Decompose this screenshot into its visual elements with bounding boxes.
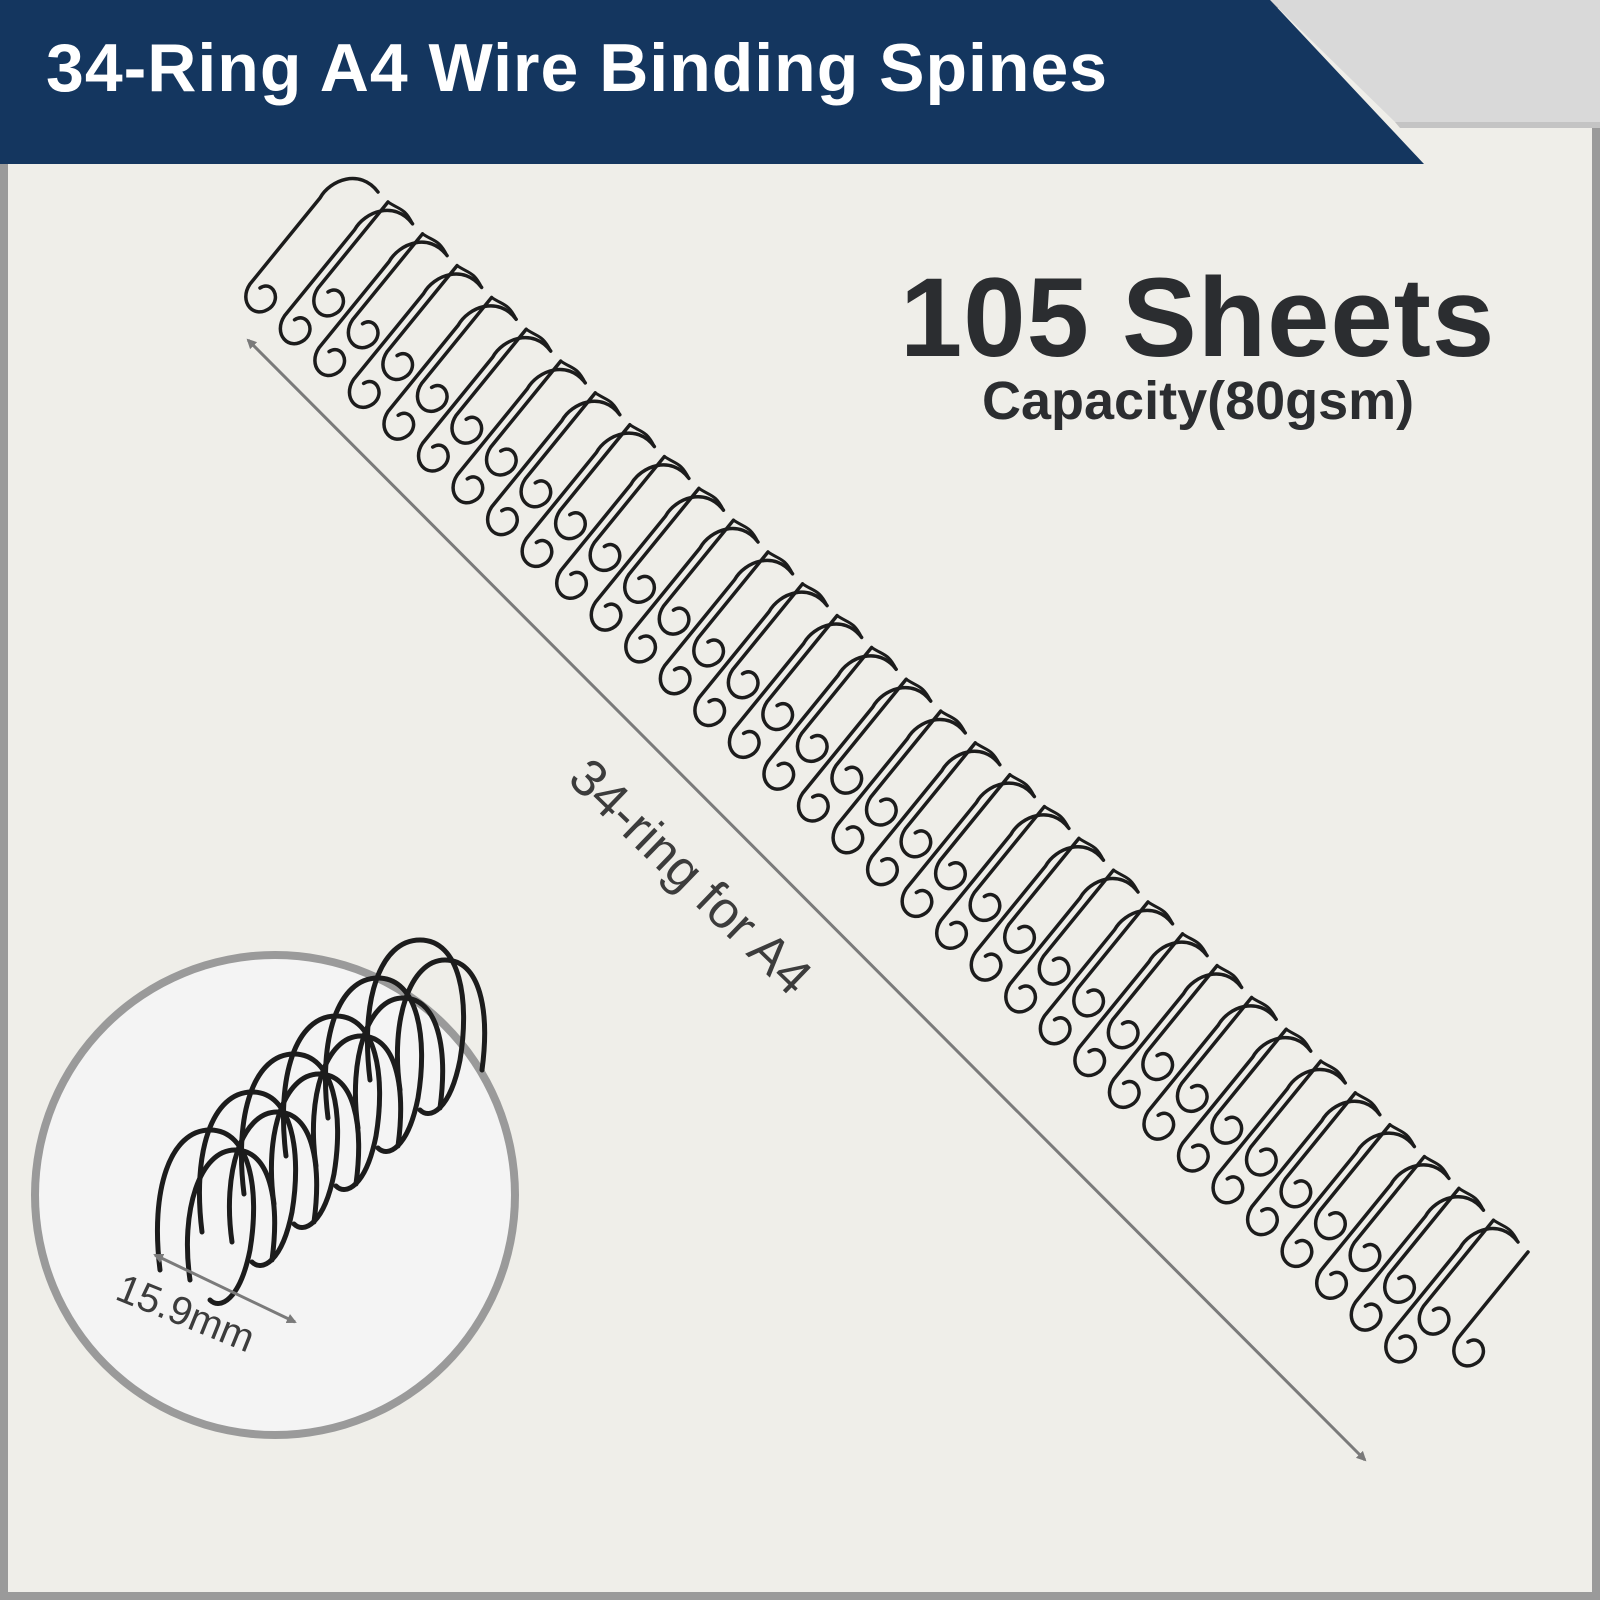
wire-ring (624, 526, 760, 664)
wire-ring-strand (761, 613, 839, 732)
wire-ring-strand (1383, 1186, 1461, 1304)
wire-ring (1176, 1035, 1313, 1173)
wire-ring-strand (968, 804, 1047, 923)
length-arrow (246, 338, 1367, 1462)
wire-ring (313, 240, 449, 378)
wire-ring (1038, 908, 1175, 1046)
wire-ring (1245, 1099, 1382, 1237)
wire-ring-strand (864, 709, 943, 827)
wire-spine (244, 176, 1530, 1368)
wire-ring (1384, 1226, 1520, 1364)
wire-ring-strand (1003, 836, 1081, 954)
title-banner (0, 0, 1424, 164)
wire-ring-strand (346, 232, 425, 350)
wire-ring-strand (312, 200, 390, 318)
wire-ring (382, 304, 518, 441)
wire-ring (1280, 1131, 1417, 1269)
wire-ring-strand (1037, 868, 1116, 986)
wire-ring (900, 781, 1037, 919)
wire-ring (1315, 1163, 1451, 1300)
wire-ring (727, 622, 864, 760)
wire-ring (693, 590, 829, 728)
zoom-wire-strand (226, 1109, 320, 1245)
diameter-arrow (153, 1253, 297, 1324)
wire-ring-strand (933, 772, 1012, 891)
wire-ring (485, 399, 622, 537)
wire-ring-strand (1279, 1091, 1358, 1209)
wire-ring-strand (1417, 1218, 1496, 1336)
zoom-wire-strand (184, 1147, 278, 1283)
wire-ring-strand (1452, 1250, 1530, 1368)
wire-ring (865, 749, 1002, 887)
wire-ring (935, 813, 1071, 950)
wire-ring-strand (553, 422, 632, 541)
wire-ring-strand (519, 391, 598, 509)
wire-ring-strand (1175, 995, 1254, 1114)
wire-ring-strand (1141, 963, 1219, 1082)
wire-ring (520, 431, 657, 569)
wire-ring (278, 208, 415, 346)
zoom-wire-strand (394, 957, 488, 1093)
wire-ring (831, 717, 968, 855)
wire-ring (589, 495, 726, 632)
corner-band (1270, 0, 1600, 122)
wire-ring-strand (1348, 1154, 1427, 1273)
wire-ring-strand (484, 359, 563, 477)
wire-ring (1211, 1067, 1348, 1205)
wire-ring-strand (795, 645, 874, 764)
wire-ring (762, 654, 898, 791)
corner-band-shadow (1395, 122, 1600, 128)
wire-ring-strand (1313, 1122, 1392, 1241)
wire-ring (416, 335, 553, 473)
wire-ring-strand (1210, 1027, 1288, 1145)
wire-ring (244, 176, 380, 314)
wire-ring-strand (623, 486, 701, 604)
wire-ring (555, 463, 691, 600)
banner-title: 34-Ring A4 Wire Binding Spines (46, 30, 1109, 106)
wire-ring (796, 685, 933, 823)
zoom-wire-strand (310, 1033, 404, 1169)
wire-ring-strand (1244, 1059, 1323, 1177)
wire-ring (1142, 1004, 1278, 1141)
wire-ring-strand (415, 295, 494, 414)
wire-ring-strand (692, 550, 770, 668)
wire-ring (451, 367, 588, 505)
wire-ring (658, 558, 795, 696)
capacity-subtitle: Capacity(80gsm) (982, 371, 1415, 431)
wire-ring-strand (588, 454, 667, 573)
zoom-wire-strand (352, 995, 446, 1131)
wire-ring (969, 845, 1106, 982)
wire-ring-strand (899, 741, 978, 859)
wire-ring (1107, 972, 1244, 1110)
wire-ring (1073, 940, 1209, 1078)
wire-ring-strand (381, 263, 459, 382)
wire-ring (1349, 1194, 1486, 1332)
wire-ring (1004, 876, 1140, 1014)
wire-ring-strand (450, 327, 528, 445)
capacity-value: 105 Sheets (900, 255, 1496, 380)
wire-ring-strand (1072, 900, 1150, 1018)
wire-ring-strand (1106, 932, 1185, 1050)
wire-ring-strand (657, 518, 736, 636)
wire-ring-strand (830, 677, 908, 795)
wire-ring (347, 272, 484, 410)
zoom-wire-strand (268, 1071, 362, 1207)
wire-ring-strand (726, 582, 805, 700)
